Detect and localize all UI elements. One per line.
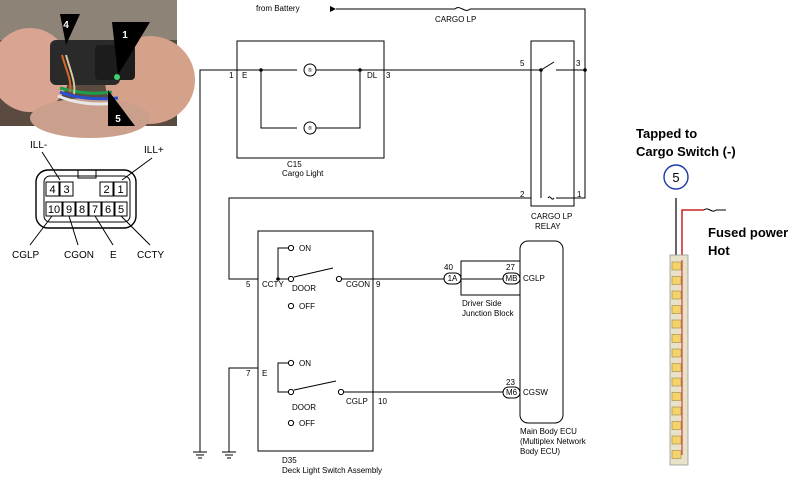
ecu-term-cglp: CGLP bbox=[523, 274, 545, 283]
schematic: from Battery CARGO LP 1 E DL 3 ® ® C15 C… bbox=[193, 4, 587, 475]
junction-name-2: Junction Block bbox=[462, 309, 515, 318]
fuse-symbol-top bbox=[454, 7, 471, 11]
pin-6: 6 bbox=[105, 204, 111, 216]
deck-on-2: ON bbox=[299, 359, 311, 368]
pin-8: 8 bbox=[79, 204, 85, 216]
pin-3: 3 bbox=[63, 184, 69, 196]
led-chip bbox=[671, 319, 682, 329]
relay-pin-5: 5 bbox=[520, 59, 525, 68]
ecu-name-2: (Multiplex Network bbox=[520, 437, 587, 446]
relay-pin-3: 3 bbox=[576, 59, 581, 68]
label-cglp: CGLP bbox=[12, 250, 40, 261]
ecu-name-1: Main Body ECU bbox=[520, 427, 577, 436]
cargo-light-name: Cargo Light bbox=[282, 169, 324, 178]
main-body-ecu-box bbox=[519, 240, 564, 424]
led-chip bbox=[671, 392, 682, 401]
ecu-name-3: Body ECU) bbox=[520, 447, 560, 456]
cargo-light-pin-1: 1 bbox=[229, 71, 234, 80]
led-chip bbox=[671, 261, 682, 271]
deck-name: Deck Light Switch Assembly bbox=[282, 466, 382, 475]
deck-pin-9: 9 bbox=[376, 280, 381, 289]
deck-code: D35 bbox=[282, 456, 297, 465]
deck-term-ccty: CCTY bbox=[262, 280, 284, 289]
led-chip bbox=[671, 377, 682, 387]
connector-m6-icon bbox=[502, 386, 521, 399]
pin-10: 10 bbox=[48, 204, 60, 216]
number-circle bbox=[663, 164, 689, 190]
deck-door-1: DOOR bbox=[292, 284, 316, 293]
junction-pin-27: 27 bbox=[506, 263, 515, 272]
led-chip bbox=[671, 435, 682, 445]
junction-conn-1a: 1A bbox=[448, 274, 458, 283]
deck-pin-5: 5 bbox=[246, 280, 251, 289]
led-chip bbox=[671, 450, 682, 459]
ecu-pin-23: 23 bbox=[506, 378, 515, 387]
cargo-light-term-e: E bbox=[242, 71, 247, 80]
led-chip bbox=[671, 363, 682, 372]
junction-pin-40: 40 bbox=[444, 263, 453, 272]
cargo-relay-box bbox=[530, 40, 575, 207]
pin-4: 4 bbox=[49, 184, 55, 196]
led-chip bbox=[671, 305, 682, 314]
label-cgon: CGON bbox=[64, 250, 94, 261]
photo-marker-1: 1 bbox=[122, 30, 128, 41]
relay-pin-1: 1 bbox=[577, 190, 582, 199]
tapped-line-1: Tapped to bbox=[636, 126, 697, 141]
fuse-icon bbox=[703, 208, 717, 212]
led-chip bbox=[671, 406, 682, 416]
pin-9: 9 bbox=[66, 204, 72, 216]
deck-term-e: E bbox=[262, 369, 267, 378]
svg-text:®: ® bbox=[308, 67, 312, 74]
led-strip bbox=[669, 254, 689, 466]
relay-coil bbox=[547, 196, 555, 200]
fused-line-2: Hot bbox=[708, 243, 730, 258]
pin-5: 5 bbox=[118, 204, 124, 216]
deck-door-2: DOOR bbox=[292, 403, 316, 412]
deck-switch-box bbox=[257, 230, 374, 452]
label-ccty: CCTY bbox=[137, 250, 165, 261]
led-chip bbox=[671, 348, 682, 358]
from-battery-label: from Battery bbox=[256, 4, 300, 13]
relay-name-2: RELAY bbox=[535, 222, 561, 231]
photo-marker-5: 5 bbox=[115, 114, 121, 125]
deck-term-cgon: CGON bbox=[346, 280, 370, 289]
relay-pin-2: 2 bbox=[520, 190, 525, 199]
cargo-light-pin-3: 3 bbox=[386, 71, 391, 80]
pin-7: 7 bbox=[92, 204, 98, 216]
led-chip bbox=[671, 334, 682, 343]
cargo-light-box bbox=[236, 40, 385, 159]
led-strip-note: Tapped to Cargo Switch (-) 5 Fused power… bbox=[636, 126, 788, 466]
ill-plus-label: ILL+ bbox=[144, 145, 164, 156]
cargo-light-code: C15 bbox=[287, 160, 302, 169]
svg-text:®: ® bbox=[308, 125, 312, 132]
pin-2: 2 bbox=[103, 184, 109, 196]
junction-name-1: Driver Side bbox=[462, 299, 502, 308]
cargo-light-term-dl: DL bbox=[367, 71, 378, 80]
label-e: E bbox=[110, 250, 117, 261]
ecu-term-cgsw: CGSW bbox=[523, 388, 548, 397]
pin-1: 1 bbox=[117, 184, 123, 196]
ecu-conn-m6: M6 bbox=[506, 388, 518, 397]
tapped-line-2: Cargo Switch (-) bbox=[636, 144, 736, 159]
junction-conn-mb: MB bbox=[506, 274, 518, 283]
led-chip bbox=[671, 421, 682, 430]
deck-on-1: ON bbox=[299, 244, 311, 253]
connector-photo: 4 1 5 bbox=[0, 0, 195, 138]
led-chip bbox=[671, 276, 682, 285]
connector-face: ILL- ILL+ 4 3 2 1 10 9 8 7 6 5 CGLP CG bbox=[12, 140, 165, 261]
photo-marker-4: 4 bbox=[63, 20, 69, 31]
fused-line-1: Fused power bbox=[708, 225, 788, 240]
deck-pin-7: 7 bbox=[246, 369, 251, 378]
led-chip bbox=[671, 290, 682, 300]
deck-off-1: OFF bbox=[299, 302, 315, 311]
deck-term-cglp: CGLP bbox=[346, 397, 368, 406]
circle-number: 5 bbox=[672, 170, 679, 185]
deck-off-2: OFF bbox=[299, 419, 315, 428]
cargo-lp-fuse-label: CARGO LP bbox=[435, 15, 476, 24]
relay-name-1: CARGO LP bbox=[531, 212, 572, 221]
ill-minus-label: ILL- bbox=[30, 140, 47, 151]
deck-pin-10: 10 bbox=[378, 397, 387, 406]
